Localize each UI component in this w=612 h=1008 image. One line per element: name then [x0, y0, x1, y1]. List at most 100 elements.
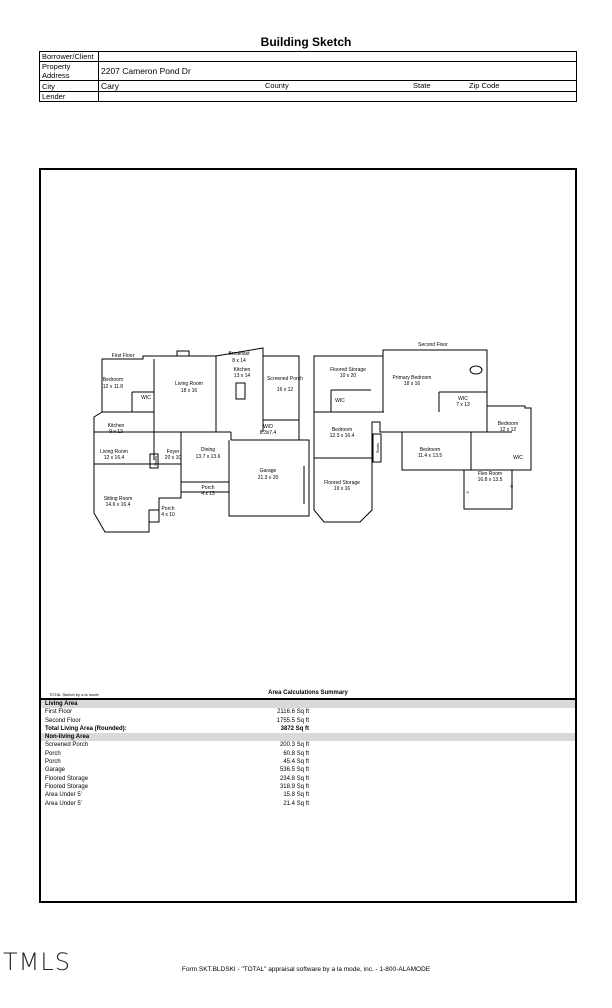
five-foot-label: 5'	[509, 484, 514, 487]
lender-row: Lender	[39, 91, 577, 102]
room-name: WIC	[141, 395, 151, 401]
lender-label: Lender	[39, 91, 99, 102]
nonliving-area-header: Non-living Area	[41, 733, 575, 742]
second-floor-outline	[313, 349, 532, 523]
row-name: Area Under 5'	[45, 800, 82, 807]
room-name: WIC	[458, 396, 468, 402]
summary-row: Floored Storage 318.9 Sq ft	[41, 783, 575, 791]
room-name: Living Room	[175, 381, 203, 387]
row-name: First Floor	[45, 709, 72, 716]
room-dims: 12 x 16.4	[104, 455, 125, 461]
borrower-label: Borrower/Client	[39, 51, 99, 62]
living-area-header-label: Living Area	[45, 701, 78, 707]
borrower-row: Borrower/Client	[39, 51, 577, 62]
room-dims: 13 x 14	[234, 373, 251, 379]
room-dims: 9 x 13	[109, 429, 123, 435]
total-value: 3872 Sq ft	[280, 725, 309, 732]
address-label: Property Address	[39, 61, 99, 81]
room-name: Kitchen	[234, 367, 251, 373]
summary-row: Porch 60.8 Sq ft	[41, 750, 575, 758]
room-name: Primary Bedroom	[393, 375, 432, 381]
room-name: Floored Storage	[330, 367, 366, 373]
room-name: W/D	[263, 424, 273, 430]
room-dims: 16.8 x 13.5	[478, 477, 503, 483]
room-name: Breakfast	[228, 351, 250, 357]
room-name: Dining	[201, 447, 215, 453]
room-name: Porch	[201, 485, 214, 491]
room-dims: 7 x 13	[456, 402, 470, 408]
room-name: Foyer	[167, 449, 180, 455]
second-floor-label: Second Floor	[418, 342, 448, 348]
row-name: Floored Storage	[45, 783, 89, 790]
row-value: 15.8 Sq ft	[283, 792, 309, 799]
room-name: Living Room	[100, 449, 128, 455]
row-value: 45.4 Sq ft	[283, 759, 309, 766]
summary-row: Porch 45.4 Sq ft	[41, 758, 575, 766]
room-dims: 16 x 12	[277, 387, 294, 393]
row-name: Porch	[45, 759, 61, 766]
room-dims: 11.4 x 13.5	[418, 453, 443, 459]
row-value: 21.4 Sq ft	[283, 800, 309, 807]
row-value: 2116.6 Sq ft	[277, 709, 309, 716]
porch-small-outline	[148, 509, 159, 522]
first-floor-label: First Floor	[112, 353, 135, 359]
summary-row: Second Floor 1755.5 Sq ft	[41, 717, 575, 725]
stairs-label: Stairs	[153, 456, 158, 466]
room-dims: 12 x 11.8	[103, 384, 123, 390]
total-row: Total Living Area (Rounded): 3872 Sq ft	[41, 725, 575, 733]
row-value: 536.5 Sq ft	[279, 767, 309, 774]
fireplace	[176, 350, 190, 357]
five-foot-label: 5'	[465, 490, 470, 493]
room-name: Floored Storage	[324, 480, 360, 486]
room-name: Screened Porch	[267, 376, 303, 382]
form-footer: Form SKT.BLDSKI - "TOTAL" appraisal soft…	[181, 966, 431, 973]
row-name: Second Floor	[45, 717, 81, 724]
summary-row: Floored Storage 234.8 Sq ft	[41, 775, 575, 783]
summary-row: Screened Porch 200.3 Sq ft	[41, 741, 575, 749]
zip-label: Zip Code	[469, 81, 500, 90]
nonliving-area-header-label: Non-living Area	[45, 734, 90, 741]
room-dims: 13.7 x 13.6	[196, 454, 221, 460]
city-label: City	[39, 80, 99, 92]
room-dims: 20 x 10	[165, 455, 182, 461]
room-dims: 12.3 x 16.4	[330, 433, 355, 439]
room-name: Porch	[161, 506, 174, 512]
room-dims: 8.3x7.4	[260, 430, 277, 436]
living-area-header: Living Area	[41, 700, 575, 709]
room-dims: 12 x 12	[500, 427, 517, 433]
room-name: Bedroom	[332, 427, 352, 433]
tmls-logo: TMLS	[3, 948, 71, 976]
summary-row: Area Under 5' 21.4 Sq ft	[41, 800, 575, 808]
room-dims: 18 x 16	[404, 381, 421, 387]
stairs-outline-2	[372, 433, 382, 463]
room-dims: 19 x 16	[334, 486, 351, 492]
row-value: 1755.5 Sq ft	[276, 717, 309, 724]
room-dims: 18 x 16	[181, 388, 198, 394]
room-name: Bedroom	[498, 421, 518, 427]
summary-row: Garage 536.5 Sq ft	[41, 766, 575, 774]
room-name: Sitting Room	[104, 496, 133, 502]
lender-value	[98, 91, 577, 102]
row-value: 318.9 Sq ft	[279, 783, 309, 790]
room-name: WIC	[513, 455, 523, 461]
tub-icon	[469, 365, 483, 375]
room-dims: 21.3 x 20	[258, 475, 279, 481]
room-dims: 8 x 14	[232, 358, 246, 364]
sketch-frame: First Floor Second Floor Bedroom 12 x 11…	[39, 168, 577, 903]
stairs-label: Stairs	[375, 443, 380, 453]
room-name: Garage	[260, 468, 277, 474]
stairs-outline	[149, 453, 159, 469]
room-dims: 10 x 20	[340, 373, 357, 379]
kitchen-island	[235, 382, 246, 400]
row-value: 200.3 Sq ft	[279, 742, 309, 749]
summary-title: Area Calculations Summary	[268, 690, 348, 696]
summary-row: First Floor 2116.6 Sq ft	[41, 708, 575, 716]
room-dims: 4 x 10	[161, 512, 175, 518]
room-name: Kitchen	[108, 423, 125, 429]
room-dims: 4 x 13	[201, 491, 215, 497]
row-value: 234.8 Sq ft	[279, 775, 309, 782]
row-name: Area Under 5'	[45, 792, 82, 799]
header-table: Borrower/Client Property Address 2207 Ca…	[39, 51, 577, 102]
address-value: 2207 Cameron Pond Dr	[98, 61, 577, 81]
row-value: 60.8 Sq ft	[283, 750, 309, 757]
